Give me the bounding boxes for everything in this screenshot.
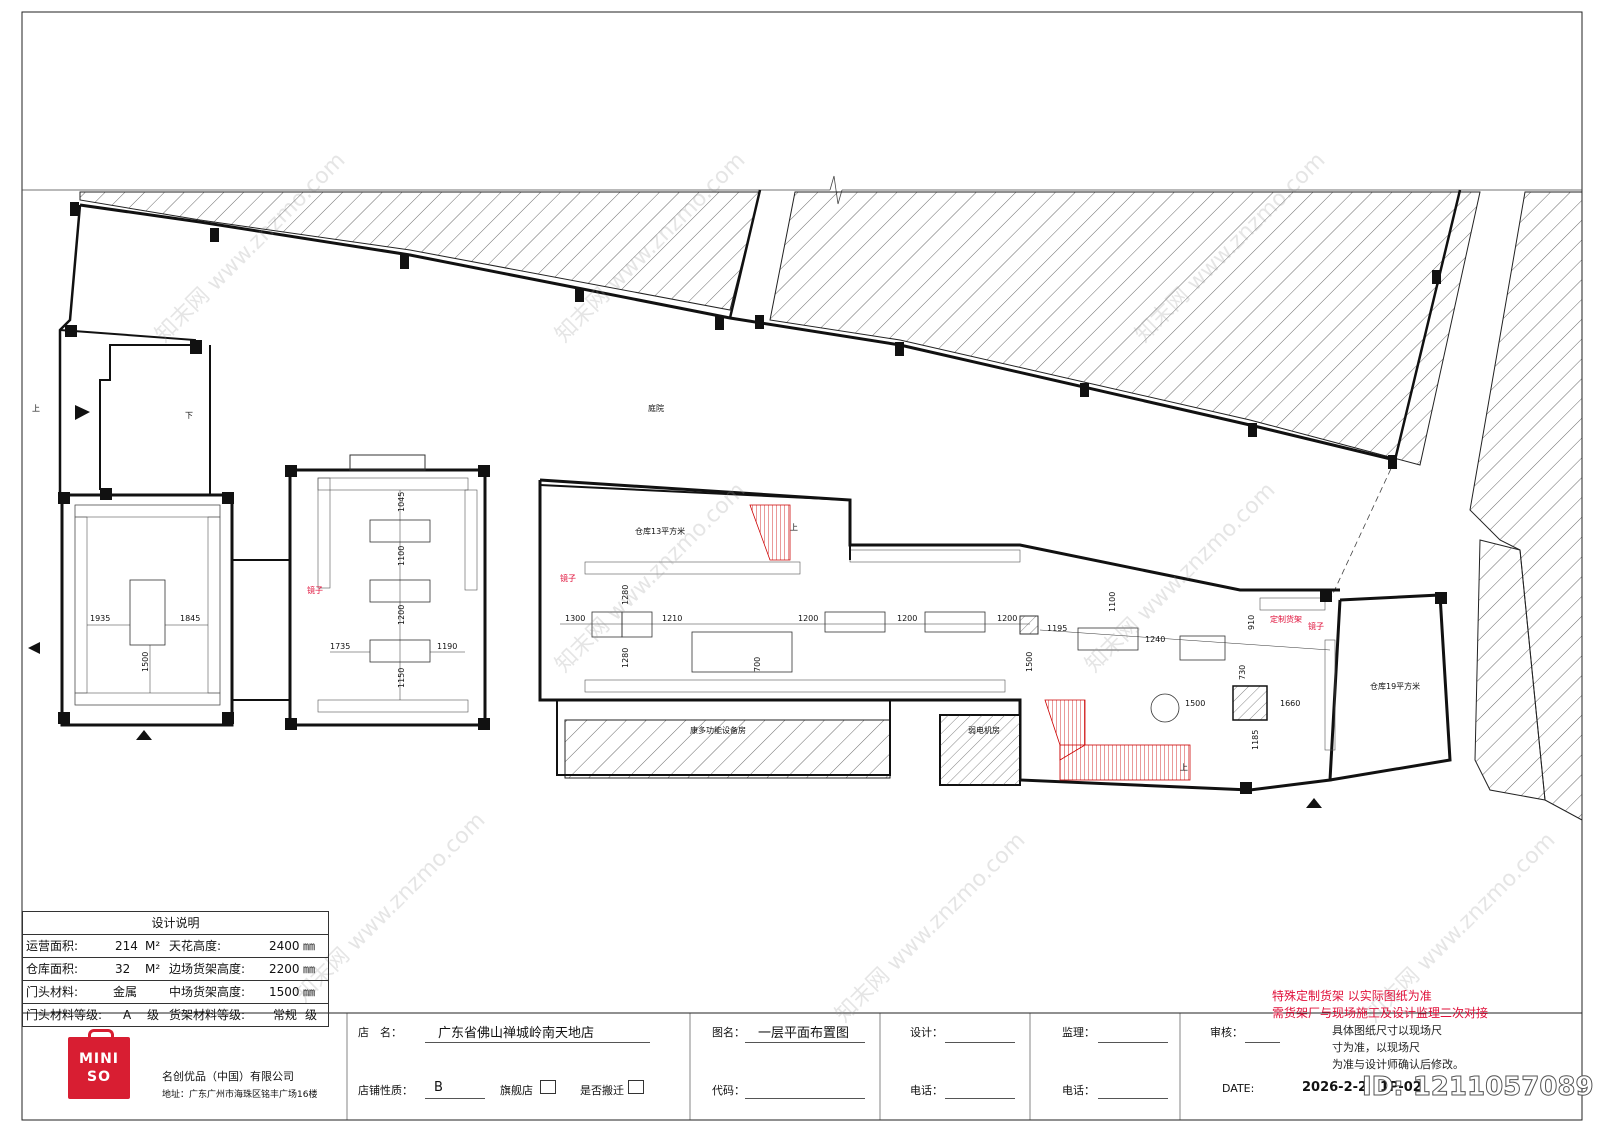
flagship-label: 旗舰店 xyxy=(500,1084,533,1097)
phone-label-1: 电话： xyxy=(910,1084,943,1097)
date-label: DATE: xyxy=(1222,1082,1255,1095)
label-custom-shelf: 定制货架 xyxy=(1270,614,1302,624)
dim-1200b: 1200 xyxy=(798,614,818,623)
relocate-checkbox[interactable] xyxy=(628,1080,644,1094)
red-note: 特殊定制货架 以实际图纸为准 需货架厂与现场施工及设计监理二次对接 具体图纸尺寸… xyxy=(1271,989,1488,1071)
dim-730: 730 xyxy=(1238,665,1247,680)
miniso-logo: MINI SO xyxy=(68,1029,130,1099)
date-value: 2026-2-2 xyxy=(1302,1080,1368,1095)
store-name: 广东省佛山禅城岭南天地店 xyxy=(438,1026,595,1041)
dim-1500b: 1500 xyxy=(1025,652,1034,672)
dim-1240: 1240 xyxy=(1145,635,1165,644)
dim-1845: 1845 xyxy=(180,614,200,623)
dim-1300: 1300 xyxy=(565,614,585,623)
dim-1190: 1190 xyxy=(437,642,457,651)
dim-1045: 1045 xyxy=(397,492,406,512)
dim-1935: 1935 xyxy=(90,614,110,623)
company-address: 地址：广东广州市海珠区铭丰广场16楼 xyxy=(162,1090,318,1100)
dim-1100b: 1100 xyxy=(1108,592,1117,612)
flagship-checkbox[interactable] xyxy=(540,1080,556,1094)
code-label: 代码： xyxy=(712,1084,745,1097)
spec-row: 门头材料等级: A 级 货架材料等级: 常规 级 xyxy=(26,1008,318,1022)
dim-1195: 1195 xyxy=(1047,624,1067,633)
dim-1280a: 1280 xyxy=(621,585,630,605)
store-label: 店 名： xyxy=(358,1026,402,1039)
dim-1200c: 1200 xyxy=(897,614,917,623)
equipment-room xyxy=(564,719,891,779)
spec-title: 设计说明 xyxy=(23,912,328,935)
dim-1150: 1150 xyxy=(397,668,406,688)
phone-label-2: 电话： xyxy=(1062,1084,1095,1097)
label-equipment-room: 康多功能设备房 xyxy=(690,725,746,735)
nature-label: 店铺性质： xyxy=(358,1084,413,1097)
drawing-number: 1P-02 xyxy=(1380,1080,1422,1095)
label-mirror-1: 镜子 xyxy=(307,585,323,595)
room-middle xyxy=(288,468,487,727)
dim-1500a: 1500 xyxy=(141,652,150,672)
spec-row: 门头材料: 金属 中场货架高度: 1500 ㎜ xyxy=(23,981,328,1004)
label-power-room: 弱电机房 xyxy=(968,725,1000,735)
dim-1500c: 1500 xyxy=(1185,699,1205,708)
hatched-zone-top-right xyxy=(769,191,1481,466)
label-storage19: 仓库19平方米 xyxy=(1370,681,1420,691)
id-text: ID: 1211057089 xyxy=(1362,1072,1595,1103)
design-spec-table: 设计说明 运营面积: 214 M² 天花高度: 2400 ㎜ 仓库面积: 32 … xyxy=(22,911,329,1027)
hatched-zone-top-left xyxy=(79,191,761,311)
room-left xyxy=(60,493,234,727)
dim-1735: 1735 xyxy=(330,642,350,651)
label-mirror-3: 镜子 xyxy=(1308,621,1324,631)
label-up-1: 上 xyxy=(32,404,40,413)
relocate-label: 是否搬迁 xyxy=(580,1084,624,1097)
dim-1660: 1660 xyxy=(1280,699,1300,708)
company-name: 名创优品（中国）有限公司 xyxy=(162,1070,294,1083)
nature-value: B xyxy=(434,1080,443,1095)
label-up-2: 上 xyxy=(790,523,798,532)
dim-1185: 1185 xyxy=(1251,730,1260,750)
spec-row: 运营面积: 214 M² 天花高度: 2400 ㎜ xyxy=(23,935,328,958)
dim-1280b: 1280 xyxy=(621,648,630,668)
review-label: 审核： xyxy=(1210,1026,1243,1039)
dim-1210: 1210 xyxy=(662,614,682,623)
label-mirror-2: 镜子 xyxy=(560,573,576,583)
spec-row: 仓库面积: 32 M² 边场货架高度: 2200 ㎜ xyxy=(23,958,328,981)
drawing-label: 图名： xyxy=(712,1026,745,1039)
dim-1200d: 1200 xyxy=(997,614,1017,623)
label-storage13: 仓库13平方米 xyxy=(635,526,685,536)
label-courtyard: 庭院 xyxy=(648,403,664,413)
dim-1100a: 1100 xyxy=(397,546,406,566)
dim-910: 910 xyxy=(1247,615,1256,630)
dim-1200a: 1200 xyxy=(397,605,406,625)
drawing-name: 一层平面布置图 xyxy=(758,1026,850,1041)
label-down: 下 xyxy=(185,411,193,420)
design-label: 设计： xyxy=(910,1026,943,1039)
supervise-label: 监理： xyxy=(1062,1026,1095,1039)
dim-700: 700 xyxy=(753,657,762,672)
label-up-3: 上 xyxy=(1180,763,1188,772)
